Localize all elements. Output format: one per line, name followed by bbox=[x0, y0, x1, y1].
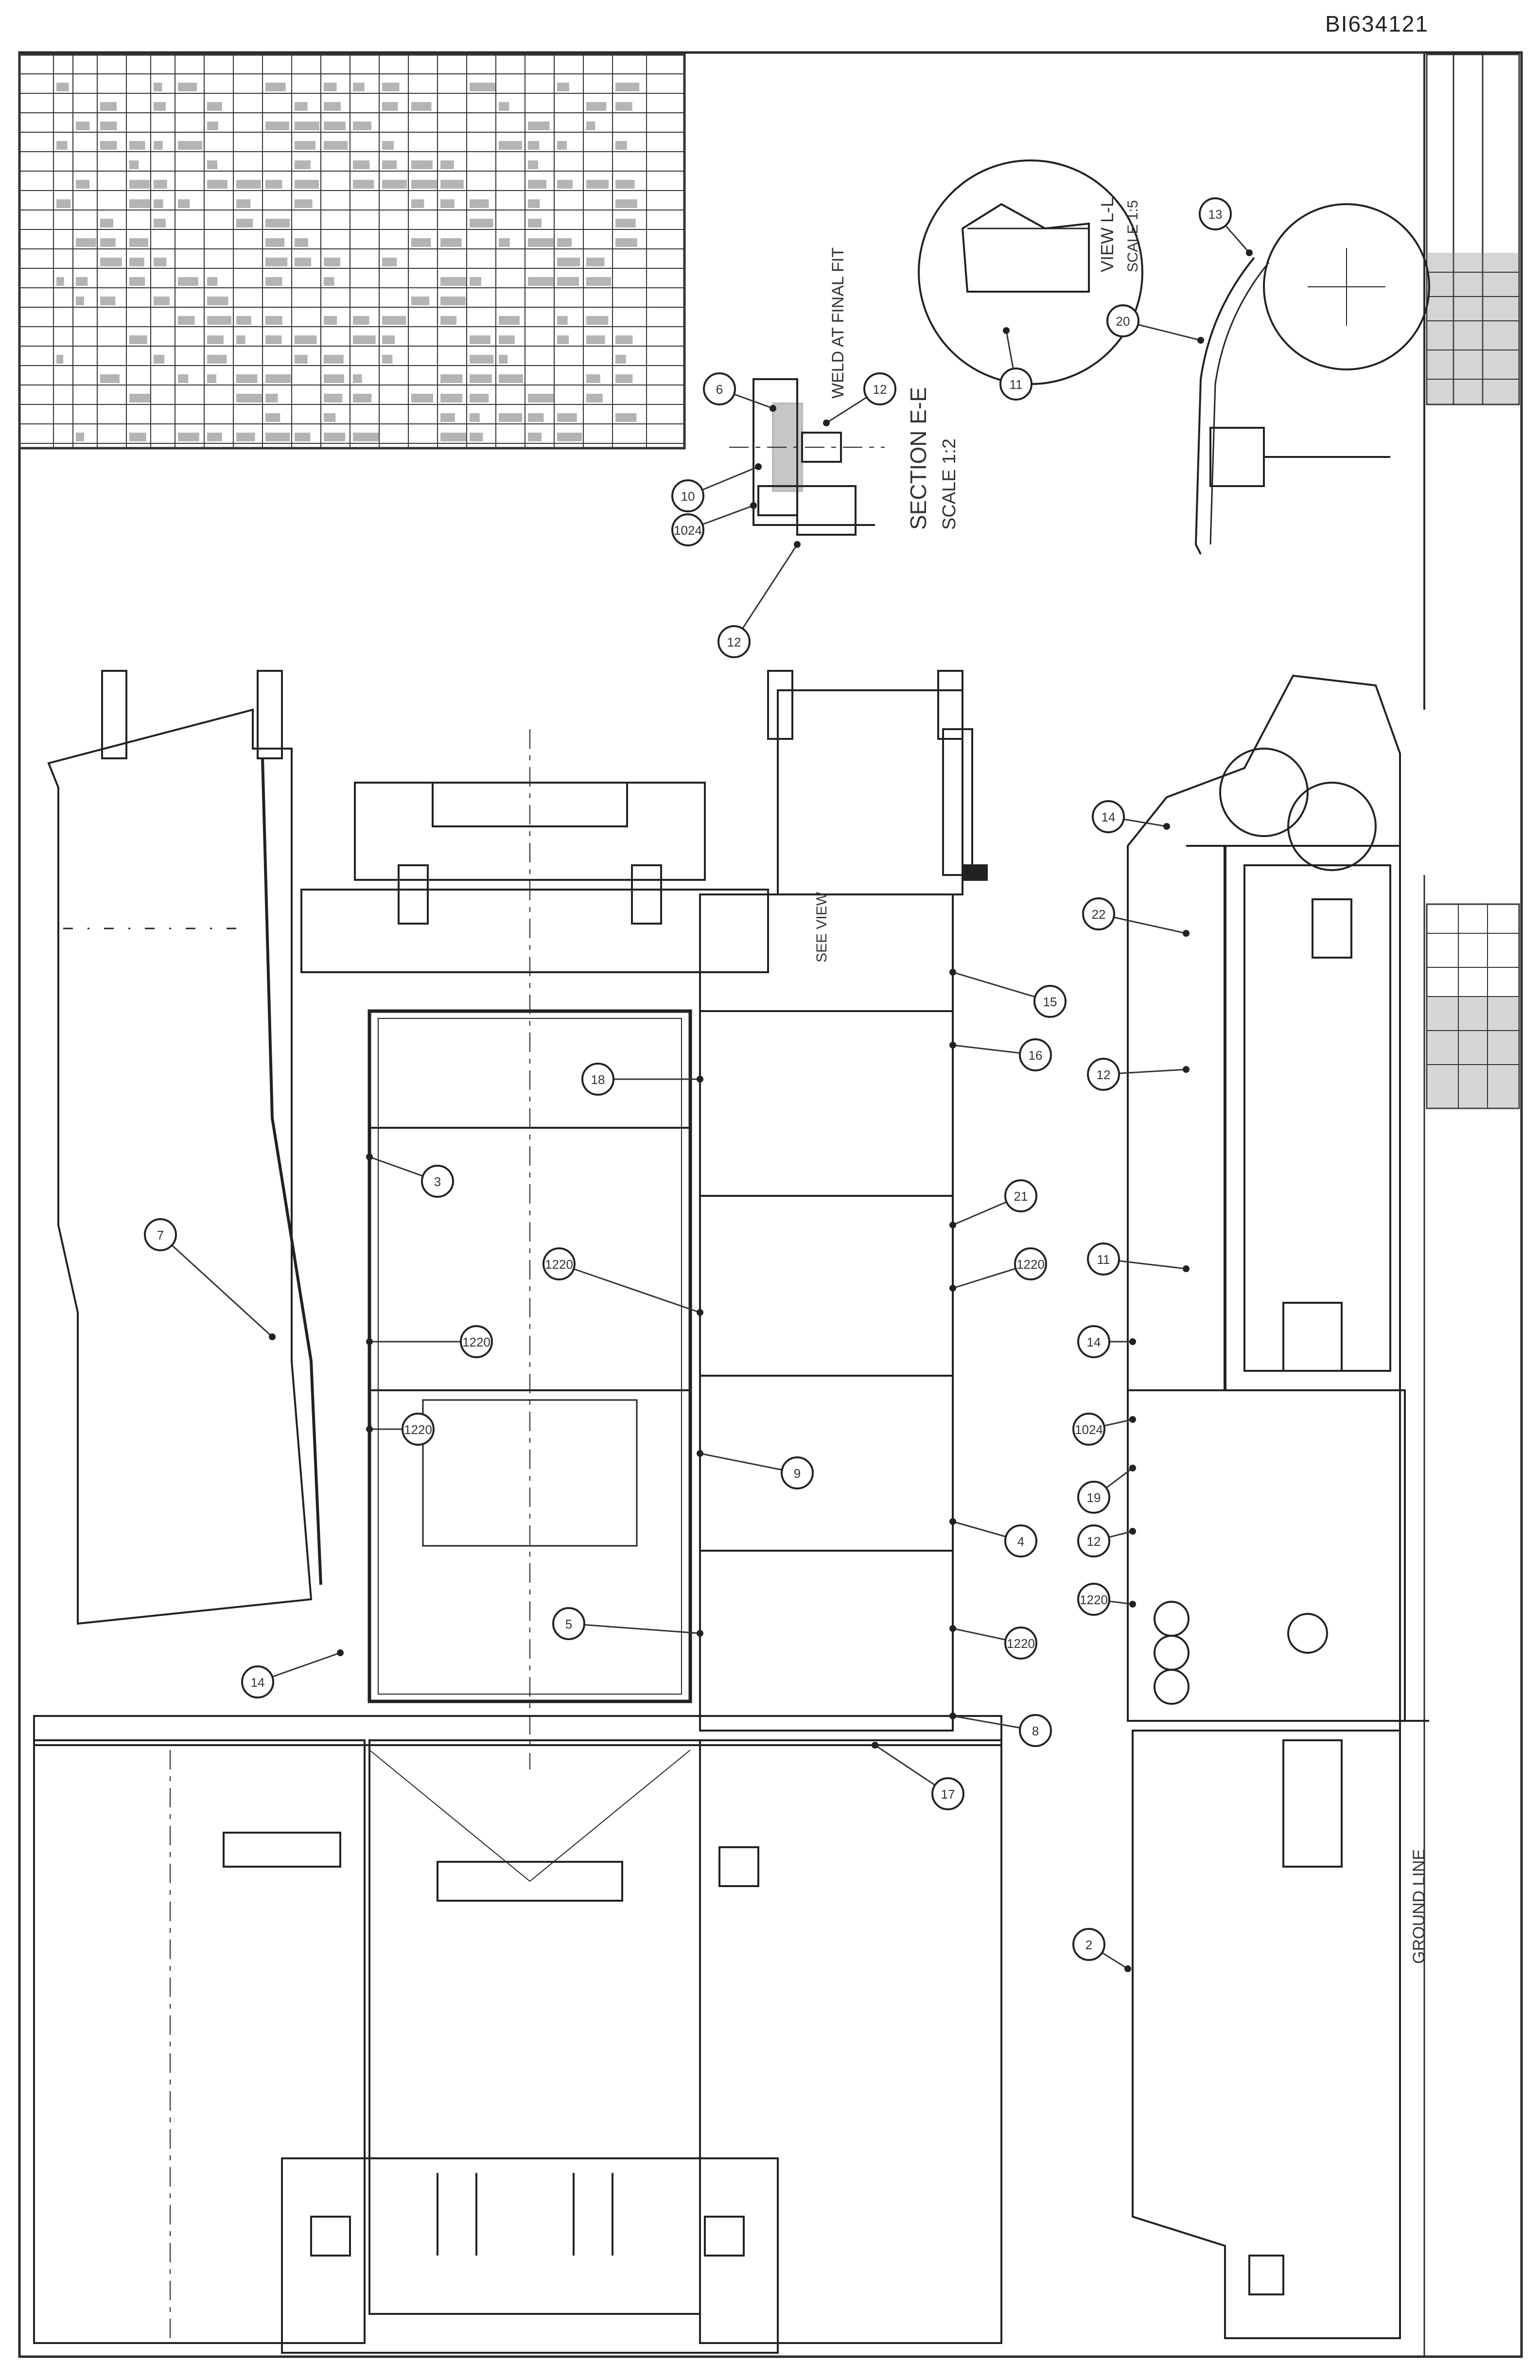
callout-balloon: 1220 bbox=[366, 1413, 435, 1446]
callout-number: 14 bbox=[1087, 1335, 1101, 1349]
callout-number: 11 bbox=[1097, 1252, 1110, 1267]
callout-number: 9 bbox=[794, 1466, 801, 1481]
callout-balloon: 17 bbox=[872, 1742, 964, 1810]
callout-number: 1220 bbox=[1016, 1257, 1045, 1272]
callout-balloon: 1024 bbox=[671, 502, 757, 546]
callout-balloon: 10 bbox=[671, 463, 762, 512]
callout-balloon: 14 bbox=[1077, 1325, 1136, 1358]
callout-balloon: 15 bbox=[949, 969, 1067, 1018]
callout-balloon: 1220 bbox=[949, 1625, 1037, 1660]
parts-list-table bbox=[18, 53, 686, 450]
callout-balloon: 3 bbox=[366, 1154, 454, 1198]
callout-balloon: 1220 bbox=[542, 1247, 703, 1316]
callout-number: 12 bbox=[727, 635, 741, 649]
callout-balloon: 9 bbox=[697, 1450, 814, 1489]
callout-balloon: 5 bbox=[552, 1607, 703, 1640]
callout-balloon: 14 bbox=[241, 1649, 344, 1698]
title-block bbox=[1426, 53, 1520, 1109]
view-l-l-title: VIEW L-L bbox=[1097, 197, 1117, 272]
callout-balloon: 8 bbox=[949, 1713, 1052, 1747]
drawing-frame bbox=[18, 51, 1523, 2358]
callout-balloon: 12 bbox=[823, 372, 896, 426]
callout-number: 8 bbox=[1032, 1724, 1039, 1738]
callout-number: 17 bbox=[941, 1787, 955, 1802]
callout-balloon: 12 bbox=[718, 541, 801, 658]
callout-number: 13 bbox=[1208, 207, 1223, 222]
callout-number: 1024 bbox=[1075, 1422, 1103, 1437]
callout-number: 1220 bbox=[404, 1422, 432, 1437]
see-view-note: SEE VIEW bbox=[814, 892, 830, 962]
callout-number: 19 bbox=[1087, 1490, 1101, 1505]
callout-balloon: 6 bbox=[703, 372, 776, 412]
callout-balloon: 11 bbox=[1087, 1242, 1190, 1276]
callout-number: 1220 bbox=[545, 1257, 573, 1272]
callout-balloon: 11 bbox=[999, 327, 1032, 401]
callout-number: 1220 bbox=[462, 1335, 490, 1349]
callout-balloon: 16 bbox=[949, 1038, 1052, 1071]
callout-number: 1220 bbox=[1080, 1592, 1108, 1607]
callout-balloon: 12 bbox=[1077, 1524, 1136, 1558]
callout-number: 4 bbox=[1017, 1534, 1024, 1549]
callout-number: 18 bbox=[591, 1072, 605, 1087]
upper-right-curve-detail bbox=[1194, 203, 1430, 555]
drawing-number: BI634121 bbox=[1325, 11, 1429, 36]
section-e-e-scale: SCALE 1:2 bbox=[939, 438, 960, 530]
callout-balloon: 4 bbox=[949, 1518, 1037, 1558]
callout-number: 11 bbox=[1010, 377, 1023, 392]
callout-number: 3 bbox=[434, 1174, 441, 1189]
callout-balloon: 21 bbox=[949, 1179, 1037, 1228]
right-side-view bbox=[1127, 674, 1429, 2339]
callout-number: 22 bbox=[1092, 907, 1106, 922]
callout-number: 12 bbox=[1097, 1068, 1111, 1082]
callout-balloon: 1220 bbox=[366, 1325, 493, 1358]
callout-number: 6 bbox=[716, 382, 723, 397]
callout-balloon: 20 bbox=[1106, 304, 1204, 344]
callout-balloon: 1024 bbox=[1072, 1413, 1136, 1446]
callout-balloon: 22 bbox=[1082, 897, 1190, 937]
callout-balloon: 7 bbox=[144, 1218, 276, 1340]
callout-number: 5 bbox=[565, 1617, 572, 1631]
view-l-l-scale: SCALE 1:5 bbox=[1125, 200, 1141, 272]
callout-balloon: 18 bbox=[581, 1063, 703, 1096]
weld-note: WELD AT FINAL FIT bbox=[829, 247, 847, 399]
callout-number: 16 bbox=[1029, 1048, 1043, 1063]
callout-number: 10 bbox=[681, 489, 695, 504]
callout-balloon: 13 bbox=[1199, 197, 1253, 256]
callout-number: 1220 bbox=[1007, 1636, 1035, 1651]
left-plan-view bbox=[33, 670, 1002, 2354]
callout-balloon: 2 bbox=[1072, 1928, 1131, 1972]
ground-line-label: GROUND LINE bbox=[1410, 1849, 1428, 1964]
callout-balloons: 6 12 10 1024 12 11 13 20 15 16 18 21 3 7 1220 1220 9 1220… bbox=[144, 197, 1253, 1972]
callout-number: 21 bbox=[1014, 1189, 1028, 1204]
callout-number: 14 bbox=[251, 1675, 265, 1690]
section-e-e-detail bbox=[729, 378, 885, 536]
callout-number: 2 bbox=[1085, 1938, 1092, 1952]
callout-balloon: 1220 bbox=[1077, 1583, 1136, 1616]
callout-number: 15 bbox=[1043, 995, 1057, 1009]
callout-number: 12 bbox=[1087, 1534, 1101, 1549]
callout-number: 7 bbox=[157, 1228, 164, 1242]
callout-balloon: 19 bbox=[1077, 1465, 1136, 1514]
callout-number: 12 bbox=[873, 382, 887, 397]
callout-balloon: 14 bbox=[1092, 800, 1170, 833]
callout-number: 20 bbox=[1116, 314, 1130, 329]
callout-balloon: 1220 bbox=[949, 1247, 1047, 1292]
callout-balloon: 12 bbox=[1087, 1058, 1190, 1091]
callout-number: 1024 bbox=[674, 523, 702, 538]
callout-number: 14 bbox=[1102, 810, 1116, 824]
section-e-e-title: SECTION E-E bbox=[906, 387, 931, 530]
